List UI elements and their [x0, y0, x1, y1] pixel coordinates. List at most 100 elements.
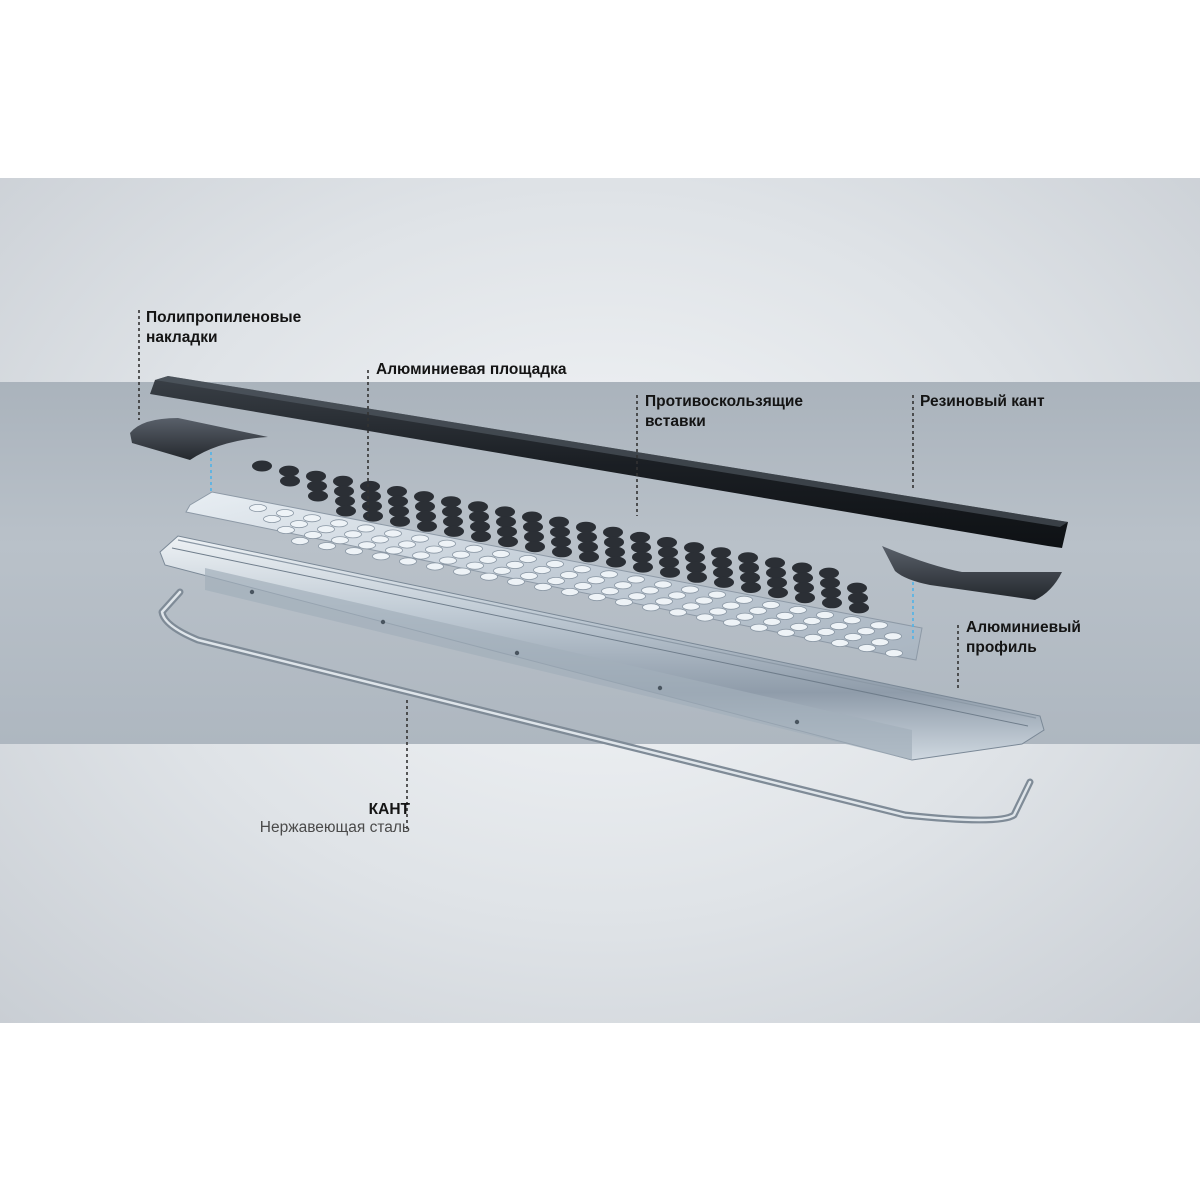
platform-hole — [681, 585, 699, 594]
anti-slip-insert — [793, 572, 813, 584]
anti-slip-insert — [363, 510, 383, 522]
platform-hole — [804, 633, 822, 642]
anti-slip-insert — [414, 491, 434, 503]
platform-hole — [385, 546, 403, 555]
platform-hole — [709, 607, 727, 616]
platform-hole — [493, 566, 511, 575]
anti-slip-insert — [578, 541, 598, 553]
platform-hole — [587, 576, 605, 585]
platform-hole — [614, 581, 632, 590]
platform-hole — [763, 617, 781, 626]
anti-slip-insert — [685, 552, 705, 563]
platform-hole — [696, 613, 714, 622]
anti-slip-insert — [576, 521, 596, 533]
anti-slip-insert — [603, 526, 623, 538]
anti-slip-insert — [334, 485, 354, 497]
anti-slip-insert — [741, 582, 761, 593]
platform-hole — [736, 612, 754, 621]
platform-hole — [668, 591, 686, 600]
platform-hole — [263, 515, 281, 524]
anti-slip-insert — [819, 567, 839, 579]
anti-slip-insert — [739, 562, 759, 574]
label-aluminum-profile: Алюминиевый профиль — [966, 619, 1081, 656]
anti-slip-insert — [606, 556, 626, 568]
platform-hole — [411, 534, 429, 543]
anti-slip-insert — [497, 526, 517, 538]
anti-slip-insert — [523, 521, 543, 533]
platform-hole — [345, 547, 363, 556]
anti-slip-insert — [738, 552, 758, 564]
end-cap-right — [882, 546, 1062, 600]
platform-hole — [601, 587, 619, 596]
anti-slip-insert — [442, 506, 462, 518]
platform-hole — [722, 601, 740, 610]
platform-hole — [358, 541, 376, 550]
anti-slip-insert — [630, 531, 650, 543]
platform-hole — [560, 571, 578, 580]
platform-hole — [507, 577, 525, 586]
anti-slip-insert — [686, 561, 706, 573]
platform-hole — [453, 567, 471, 576]
platform-hole — [708, 590, 726, 599]
assembly-guides — [210, 452, 914, 640]
platform-hole — [831, 639, 849, 648]
anti-slip-insert — [604, 536, 624, 548]
platform-hole — [492, 549, 510, 558]
anti-slip-insert — [687, 571, 707, 583]
anti-slip-insert — [306, 470, 326, 482]
platform-hole — [735, 595, 753, 604]
anti-slip-insert — [307, 480, 327, 492]
rivet — [380, 619, 386, 625]
anti-slip-insert — [550, 526, 570, 538]
platform-hole — [561, 588, 579, 597]
anti-slip-insert — [657, 537, 677, 548]
anti-slip-insert — [525, 541, 545, 553]
anti-slip-insert — [767, 577, 787, 589]
anti-slip-insert — [279, 465, 299, 477]
anti-slip-insert — [387, 486, 407, 497]
platform-hole — [479, 555, 497, 564]
platform-hole — [858, 644, 876, 653]
platform-hole — [533, 566, 551, 575]
platform-hole — [789, 606, 807, 615]
platform-hole — [790, 622, 808, 631]
platform-hole — [762, 600, 780, 609]
platform-hole — [276, 509, 294, 518]
anti-slip-insert — [335, 495, 355, 507]
anti-slip-insert — [333, 475, 353, 487]
platform-hole — [844, 633, 862, 642]
platform-hole — [627, 575, 645, 584]
platform-hole — [682, 602, 700, 611]
platform-hole — [695, 596, 713, 605]
anti-slip-insert — [415, 501, 435, 512]
platform-hole — [412, 551, 430, 560]
platform-hole — [519, 555, 537, 564]
platform-hole — [317, 525, 335, 534]
platform-hole — [574, 582, 592, 591]
platform-hole — [520, 571, 538, 580]
label-aluminum-platform: Алюминиевая площадка — [376, 361, 567, 378]
anti-slip-insert — [660, 566, 680, 578]
aluminum-profile — [159, 535, 1045, 761]
platform-hole — [318, 542, 336, 551]
platform-hole — [641, 586, 659, 595]
platform-hole — [357, 524, 375, 533]
platform-hole — [290, 520, 308, 529]
platform-hole — [534, 582, 552, 591]
platform-hole — [330, 519, 348, 528]
platform-hole — [723, 618, 741, 627]
platform-hole — [830, 622, 848, 631]
platform-hole — [816, 611, 834, 620]
platform-hole — [615, 598, 633, 607]
anti-slip-insert — [441, 496, 461, 508]
platform-hole — [884, 632, 902, 641]
platform-hole — [249, 503, 267, 512]
anti-slip-insert — [388, 495, 408, 507]
anti-slip-insert — [820, 577, 840, 589]
platform-hole — [871, 638, 889, 647]
anti-slip-insert — [711, 547, 731, 559]
label-kant-subtitle: Нержавеющая сталь — [259, 819, 410, 836]
platform-hole — [655, 597, 673, 606]
anti-slip-insert — [552, 546, 572, 558]
anti-slip-insert — [417, 520, 437, 532]
